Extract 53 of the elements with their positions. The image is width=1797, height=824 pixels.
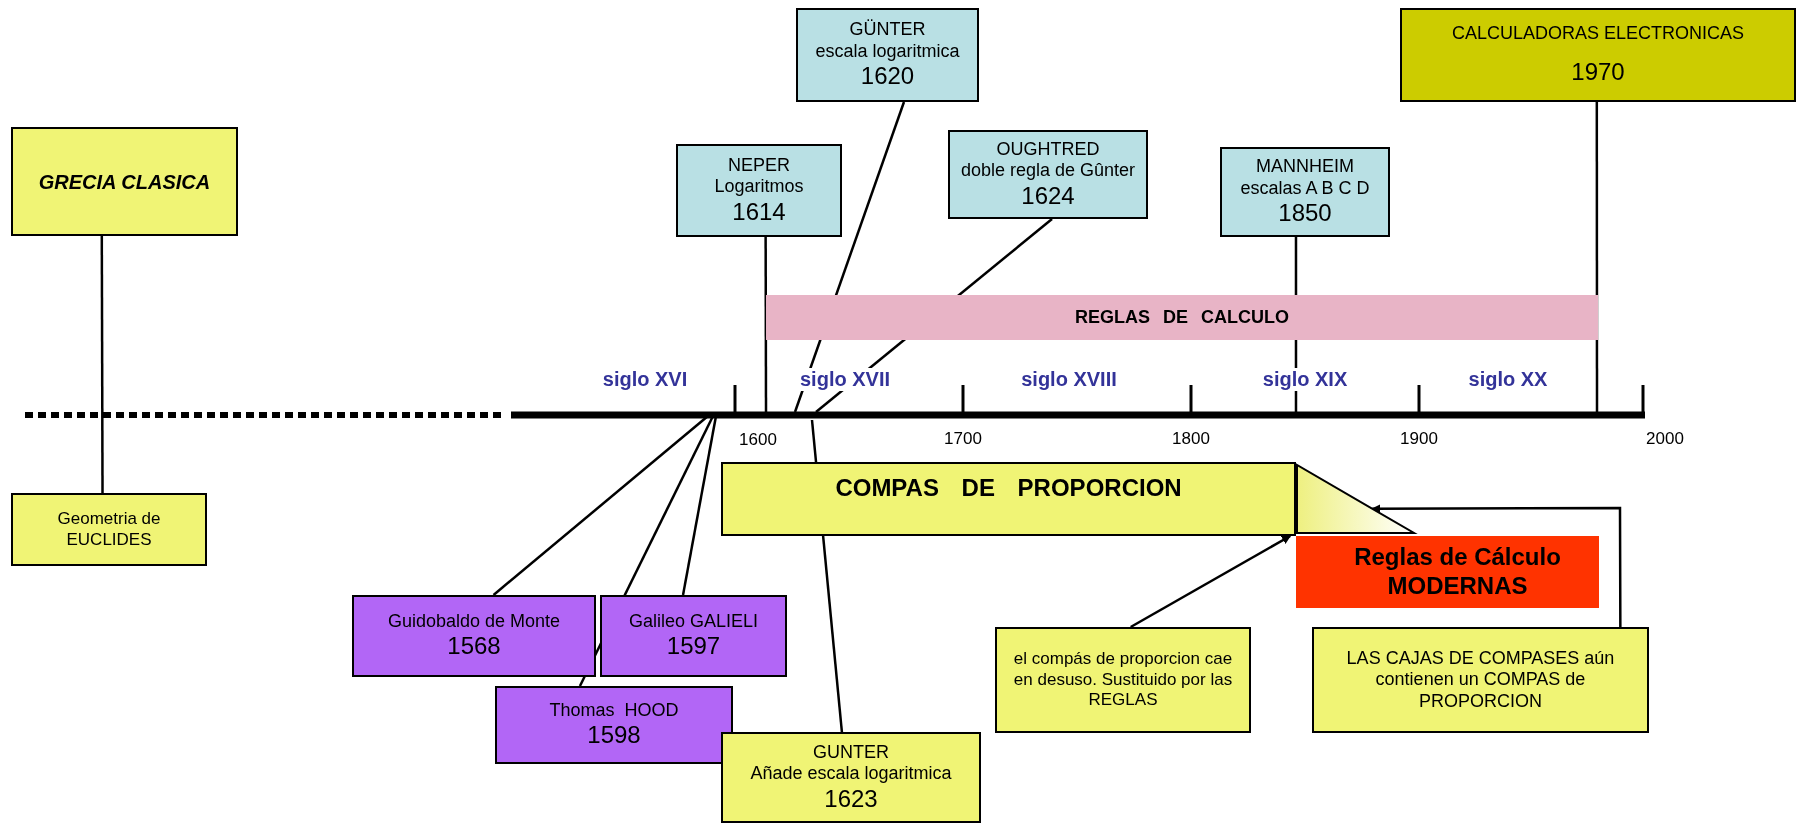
leader-line <box>764 237 768 412</box>
era-title: GRECIA CLASICA <box>38 169 211 194</box>
inventor-name: NEPER <box>728 154 790 177</box>
event-box <box>1400 8 1796 102</box>
event-title: Geometria de EUCLIDES <box>56 509 162 550</box>
leader-line <box>681 415 718 596</box>
inventor-name: GUNTER <box>813 741 889 764</box>
event-description: escala logaritmica <box>815 40 960 63</box>
era-box <box>11 127 238 236</box>
event-year: 1614 <box>732 197 786 227</box>
period-title: REGLAS DE CALCULO <box>1075 306 1289 329</box>
arrow <box>1371 504 1622 627</box>
triangle-shape <box>1296 464 1415 534</box>
inventor-name: MANNHEIM <box>1256 156 1354 178</box>
event-box <box>796 8 979 102</box>
event-box <box>495 686 733 764</box>
event-box <box>1220 147 1390 237</box>
period-band <box>766 295 1598 340</box>
inventor-name: OUGHTRED <box>996 138 1100 161</box>
event-description: escalas A B C D <box>1240 177 1370 200</box>
event-description: Añade escala logaritmica <box>750 763 952 785</box>
event-box <box>676 144 842 237</box>
inventor-name: GÜNTER <box>849 19 926 41</box>
note-box <box>995 627 1251 733</box>
event-year: 1598 <box>587 721 641 751</box>
event-box <box>352 595 596 677</box>
event-description: Logaritmos <box>714 176 804 198</box>
event-box <box>721 732 981 823</box>
period-bar <box>1296 536 1599 608</box>
event-year: 1850 <box>1278 199 1332 228</box>
event-box <box>11 493 207 566</box>
event-box <box>600 595 787 677</box>
inventor-name: Guidobaldo de Monte <box>387 610 561 633</box>
note-box <box>1312 627 1649 733</box>
event-year: 1623 <box>824 784 878 814</box>
inventor-name: Thomas HOOD <box>549 699 679 722</box>
event-year: 1620 <box>860 62 915 91</box>
event-title: CALCULADORAS ELECTRONICAS <box>1451 22 1745 45</box>
event-box <box>948 130 1148 219</box>
period-bar <box>721 462 1296 536</box>
period-title: COMPAS DE PROPORCION <box>835 474 1182 503</box>
note-text: LAS CAJAS DE COMPASES aún contienen un COMPAS de PROPORCION <box>1345 647 1616 713</box>
inventor-name: Galileo GALIELI <box>628 610 759 633</box>
arrow <box>1130 534 1292 629</box>
event-year: 1597 <box>666 632 721 662</box>
event-description: doble regla de Gûnter <box>960 160 1136 182</box>
event-year: 1624 <box>1021 181 1075 211</box>
event-year: 1568 <box>447 632 501 662</box>
leader-line <box>100 236 104 493</box>
note-text: el compás de proporcion cae en desuso. Sustituido por las REGLAS <box>1012 649 1234 711</box>
event-year: 1970 <box>1571 58 1625 88</box>
leader-line <box>492 415 709 596</box>
period-title: Reglas de Cálculo MODERNAS <box>1353 543 1562 601</box>
